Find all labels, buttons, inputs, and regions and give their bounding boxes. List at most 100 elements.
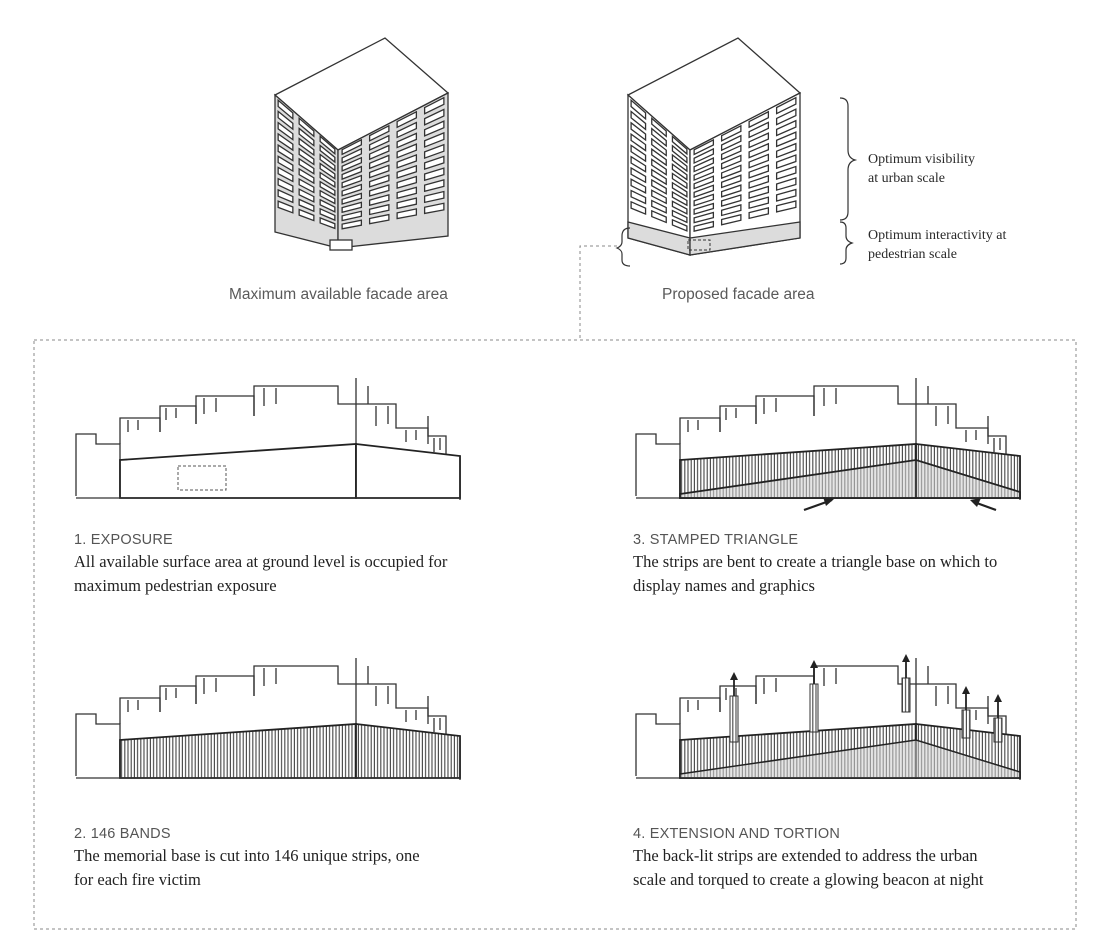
window xyxy=(630,132,647,152)
window xyxy=(396,186,418,200)
window xyxy=(341,147,363,164)
window xyxy=(341,138,363,156)
step-4-title: 4. EXTENSION AND TORTION xyxy=(633,826,841,842)
window xyxy=(298,188,315,203)
window xyxy=(396,110,418,129)
window xyxy=(630,166,647,184)
window xyxy=(423,202,445,215)
arrow-up-icon xyxy=(902,654,910,662)
window xyxy=(671,153,688,173)
window xyxy=(693,184,715,199)
window xyxy=(319,207,336,222)
caption-proposed-facade: Proposed facade area xyxy=(662,286,815,303)
step-3-title: 3. STAMPED TRIANGLE xyxy=(633,532,799,548)
window xyxy=(775,131,797,148)
step-3-desc-line1: The strips are bent to create a triangle… xyxy=(633,552,998,571)
window xyxy=(341,156,363,172)
step-2-title: 2. 146 BANDS xyxy=(74,826,171,842)
window xyxy=(775,142,797,159)
window xyxy=(341,192,363,205)
window xyxy=(748,174,770,189)
window xyxy=(748,196,770,210)
window xyxy=(651,127,667,148)
window xyxy=(671,190,688,207)
window xyxy=(277,132,294,152)
note-urban-line2: at urban scale xyxy=(868,171,945,186)
window xyxy=(748,142,770,159)
window xyxy=(651,178,667,195)
window xyxy=(423,167,445,182)
window xyxy=(671,218,688,232)
window xyxy=(651,209,667,224)
window xyxy=(368,124,390,142)
window xyxy=(319,153,336,172)
panel-exposure xyxy=(75,378,461,500)
step-1-title: 1. EXPOSURE xyxy=(74,532,173,548)
window xyxy=(720,144,742,161)
window xyxy=(720,203,742,217)
window xyxy=(720,184,742,198)
building-max-facade xyxy=(273,37,450,251)
window xyxy=(277,121,294,141)
note-urban: Optimum visibility at urban scale xyxy=(868,150,975,188)
window xyxy=(775,165,797,181)
window xyxy=(341,201,363,214)
window xyxy=(319,171,336,189)
window xyxy=(651,137,667,157)
window xyxy=(368,203,390,216)
window xyxy=(319,162,336,180)
step-3-desc-line2: display names and graphics xyxy=(633,576,815,595)
window xyxy=(298,198,315,213)
window xyxy=(671,200,688,215)
brace-left-small xyxy=(615,227,631,267)
window xyxy=(693,175,715,190)
window xyxy=(277,177,294,193)
window xyxy=(277,98,294,121)
window xyxy=(775,177,797,191)
window xyxy=(368,213,390,225)
window xyxy=(720,174,742,189)
window xyxy=(368,144,390,161)
note-pedestrian: Optimum interactivity at pedestrian scal… xyxy=(868,226,1006,264)
window xyxy=(298,157,315,175)
window xyxy=(720,124,742,142)
window xyxy=(396,208,418,220)
steps-frame xyxy=(33,339,1077,930)
window xyxy=(693,166,715,182)
window xyxy=(630,189,647,205)
arrow-up-icon xyxy=(810,660,818,668)
window xyxy=(423,178,445,193)
window xyxy=(651,168,667,186)
window xyxy=(368,154,390,170)
note-urban-line1: Optimum visibility xyxy=(868,152,975,167)
step-1-desc-line1: All available surface area at ground lev… xyxy=(74,552,448,571)
step-4-desc-line2: scale and torqued to create a glowing be… xyxy=(633,870,984,889)
arrow-icon xyxy=(970,498,981,507)
step-2-desc: The memorial base is cut into 146 unique… xyxy=(74,844,420,892)
window xyxy=(368,193,390,207)
window xyxy=(671,162,688,181)
window xyxy=(368,164,390,179)
window xyxy=(651,116,667,138)
window xyxy=(651,147,667,167)
window xyxy=(748,110,770,129)
window xyxy=(319,216,336,230)
brace-pedestrian xyxy=(839,221,854,265)
window xyxy=(319,198,336,213)
window xyxy=(423,120,445,137)
window xyxy=(748,185,770,199)
step-2-desc-line2: for each fire victim xyxy=(74,870,201,889)
window xyxy=(423,96,445,115)
window xyxy=(423,131,445,148)
window xyxy=(298,137,315,157)
window xyxy=(630,144,647,163)
window xyxy=(671,144,688,164)
window xyxy=(671,172,688,190)
window xyxy=(693,193,715,207)
window xyxy=(277,188,294,204)
window xyxy=(775,154,797,170)
window xyxy=(298,116,315,138)
window xyxy=(651,189,667,205)
window xyxy=(693,202,715,216)
